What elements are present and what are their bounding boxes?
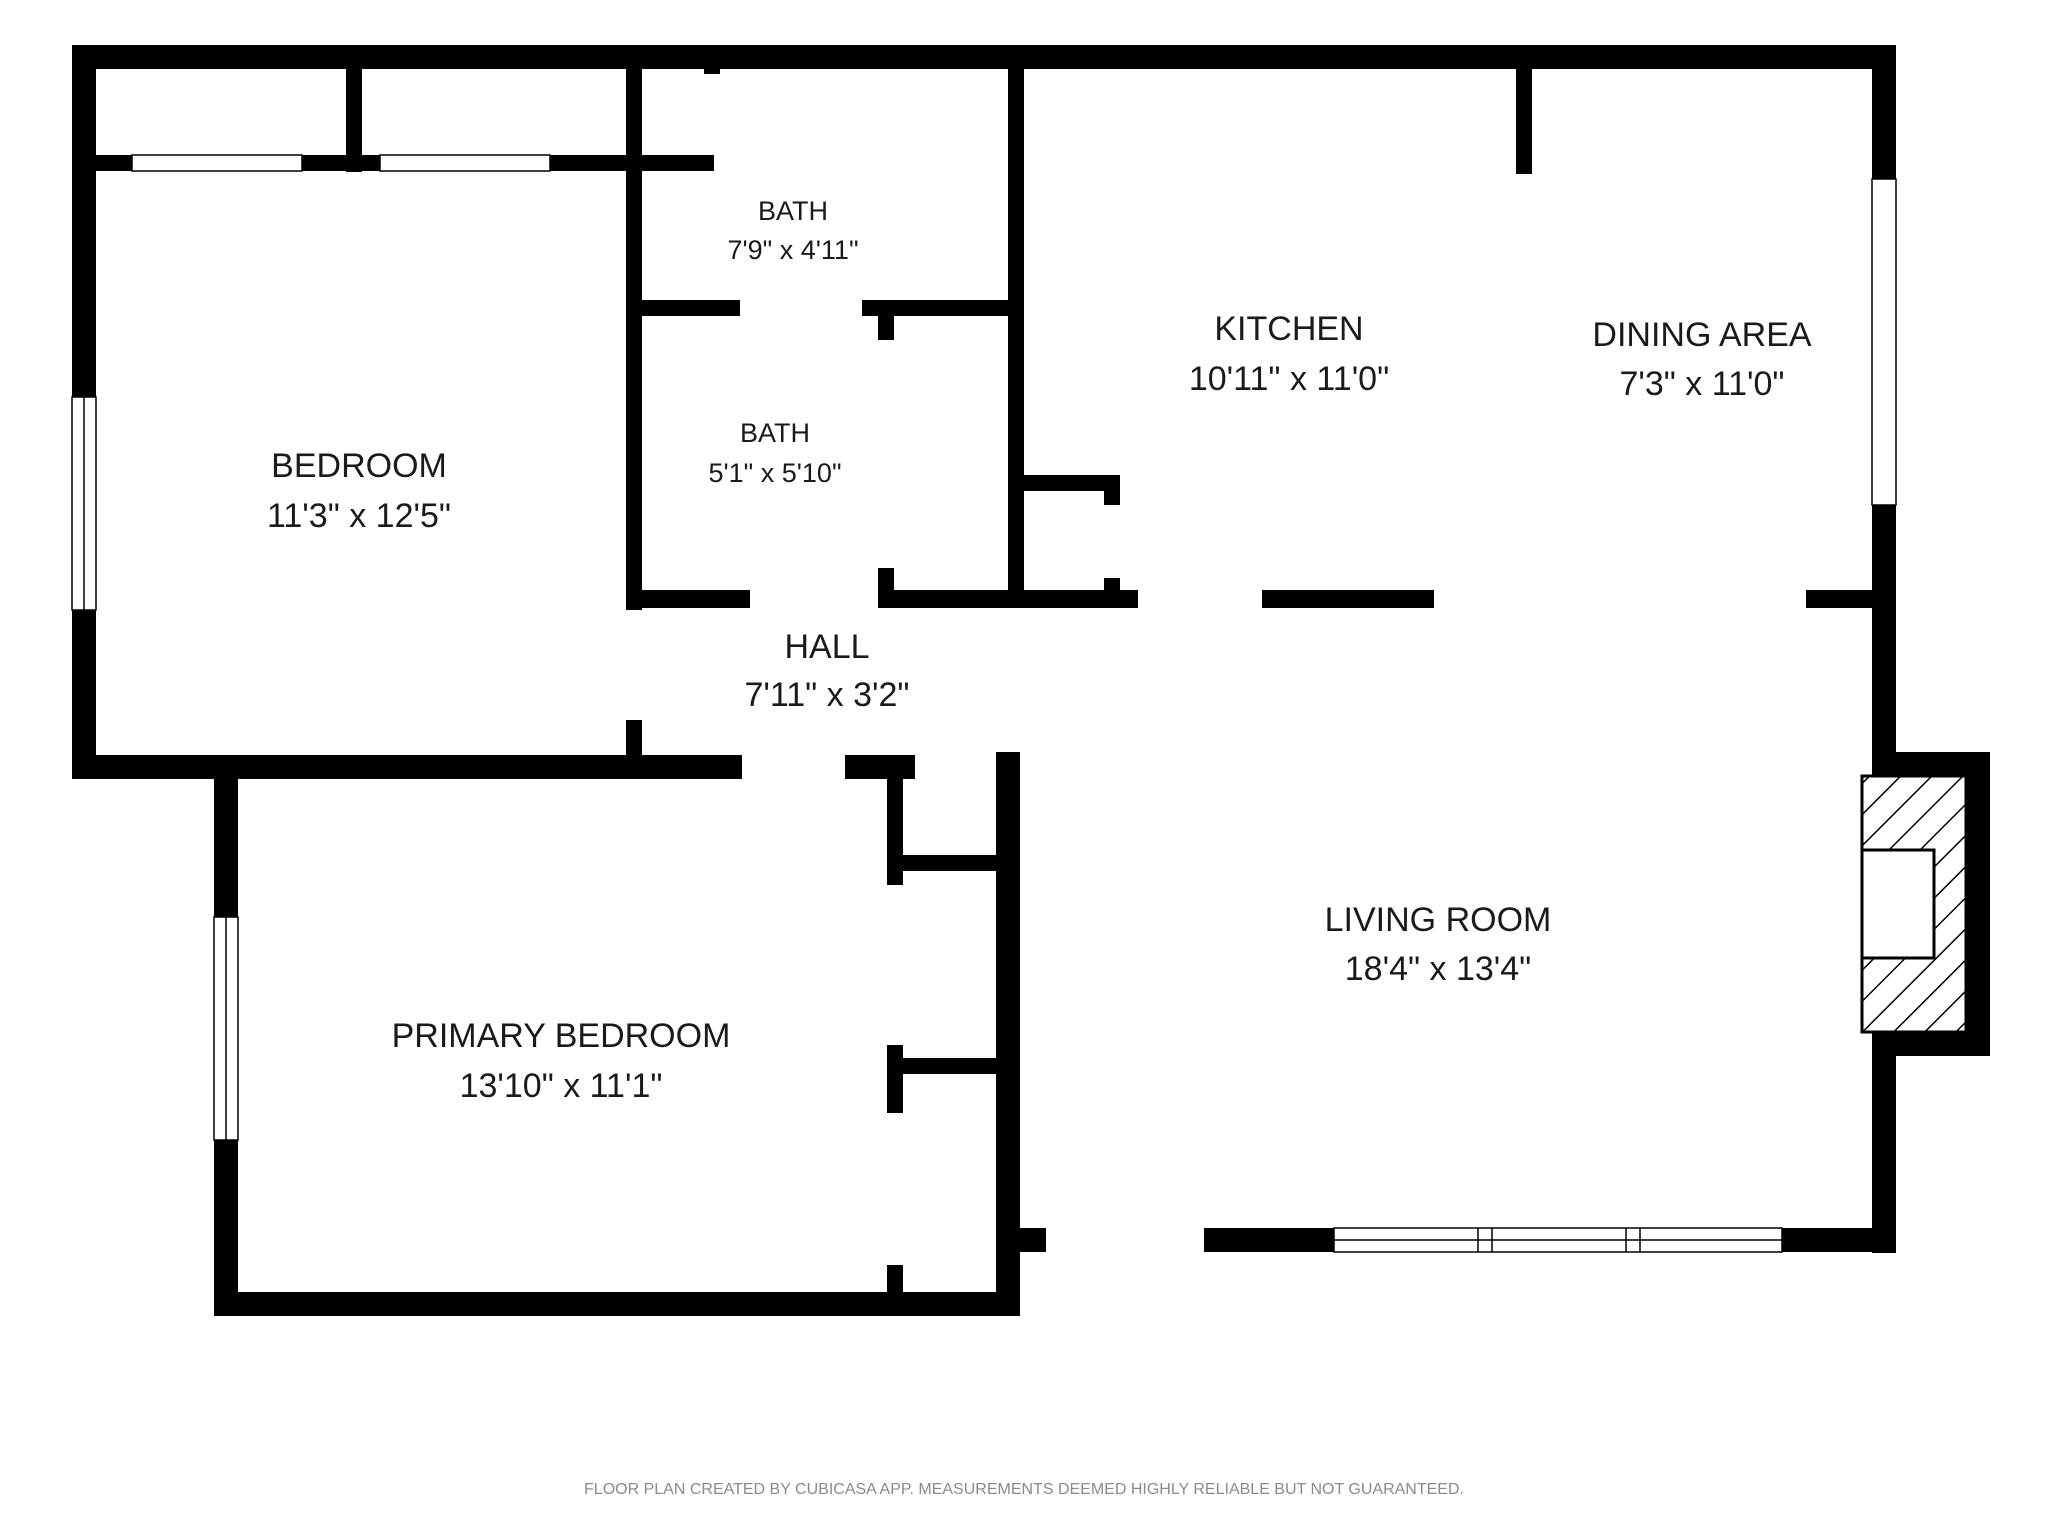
room-living-room: LIVING ROOM 18'4" x 13'4" xyxy=(1325,901,1552,988)
room-dimensions: 7'9" x 4'11" xyxy=(727,235,858,265)
room-bath-upper: BATH 7'9" x 4'11" xyxy=(727,196,858,265)
room-bedroom: BEDROOM 11'3" x 12'5" xyxy=(267,447,451,535)
room-name: KITCHEN xyxy=(1214,310,1363,348)
room-name: BATH xyxy=(758,196,828,226)
room-name: LIVING ROOM xyxy=(1325,901,1552,939)
room-name: BEDROOM xyxy=(271,447,447,485)
room-dimensions: 7'3" x 11'0" xyxy=(1619,365,1784,403)
windows xyxy=(71,154,1897,1253)
room-dimensions: 10'11" x 11'0" xyxy=(1189,360,1389,398)
room-name: DINING AREA xyxy=(1592,316,1811,354)
room-bath-lower: BATH 5'1" x 5'10" xyxy=(708,418,841,488)
walls xyxy=(72,45,1990,1316)
room-kitchen: KITCHEN 10'11" x 11'0" xyxy=(1189,310,1389,398)
room-dimensions: 7'11" x 3'2" xyxy=(744,676,909,714)
room-name: HALL xyxy=(784,628,869,666)
room-name: BATH xyxy=(740,418,810,448)
room-dimensions: 11'3" x 12'5" xyxy=(267,497,451,535)
room-dimensions: 18'4" x 13'4" xyxy=(1345,950,1531,988)
room-primary-bedroom: PRIMARY BEDROOM 13'10" x 11'1" xyxy=(392,1017,731,1105)
fireplace xyxy=(1860,774,1968,1034)
room-dining-area: DINING AREA 7'3" x 11'0" xyxy=(1592,316,1811,403)
room-name: PRIMARY BEDROOM xyxy=(392,1017,731,1055)
room-dimensions: 5'1" x 5'10" xyxy=(708,458,841,488)
room-hall: HALL 7'11" x 3'2" xyxy=(744,628,909,714)
footer-disclaimer: FLOOR PLAN CREATED BY CUBICASA APP. MEAS… xyxy=(584,1481,1464,1498)
room-dimensions: 13'10" x 11'1" xyxy=(460,1067,663,1105)
